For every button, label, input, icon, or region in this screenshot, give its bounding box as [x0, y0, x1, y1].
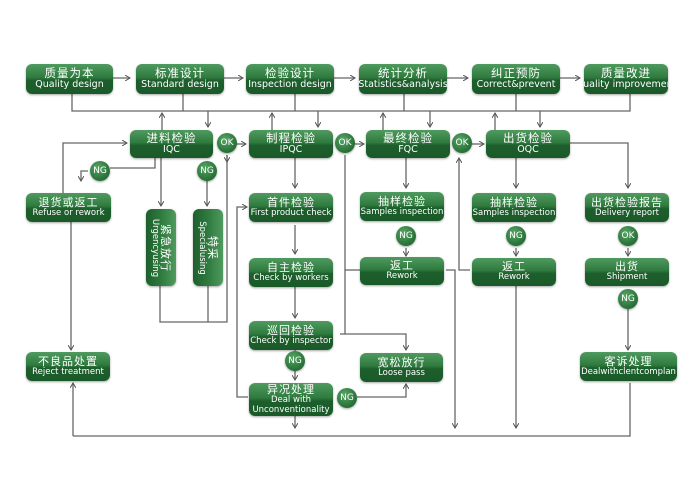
node-fqc-rework: 返工 Rework [360, 257, 444, 285]
node-label-en: FQC [398, 144, 418, 156]
node-refuse-or-rework: 退货或返工 Refuse or rework [26, 193, 111, 222]
node-label-en: Correct&prevent [476, 79, 556, 91]
node-label-en: Quality design [35, 79, 104, 91]
ng-badge-shipment: NG [618, 289, 638, 309]
ng-badge-inspector: NG [285, 351, 305, 371]
node-deal-with-unconventionality: 异况处理 Deal with Unconventionality [249, 383, 333, 416]
node-label-en: Quality improvement [584, 79, 668, 91]
node-inspection-design: 检验设计 Inspection design [246, 64, 334, 94]
node-oqc-rework: 返工 Rework [472, 258, 556, 286]
node-label-zh: 出货检验报告 [591, 195, 663, 209]
ng-badge-abnormal: NG [337, 388, 357, 408]
node-label-en: Inspection design [248, 79, 332, 91]
ng-badge-iqc-refuse: NG [90, 161, 110, 181]
node-statistics-analysis: 统计分析 Statistics&analysis [359, 64, 447, 94]
node-label-en: OQC [517, 144, 539, 156]
node-reject-treatment: 不良品处置 Reject treatment [26, 352, 110, 381]
node-label-en: Rework [498, 272, 530, 283]
node-label-en: Statistics&analysis [359, 79, 447, 91]
node-label-en: Specialusing [197, 220, 208, 275]
node-label-zh: 制程检验 [266, 131, 316, 146]
node-check-by-inspector: 巡回检验 Check by inspector [249, 321, 333, 350]
ok-badge-ipqc: OK [335, 133, 355, 153]
node-label-zh: 自主检验 [267, 260, 315, 274]
node-oqc-samples-inspection: 抽样检验 Samples inspection [472, 193, 556, 222]
top-bus [71, 94, 631, 112]
node-label-zh: 出货 [615, 260, 639, 274]
node-label-en: Loose pass [378, 367, 425, 378]
node-quality-design: 质量为本 Quality design [26, 64, 113, 94]
node-label-en: Deal with [270, 395, 312, 406]
node-label-zh: 巡回检验 [267, 323, 315, 337]
node-first-product-check: 首件检验 First product check [249, 193, 333, 222]
node-label-en: Refuse or rework [32, 207, 105, 218]
node-label-zh: 纠正预防 [491, 66, 541, 81]
ng-badge-fqc: NG [396, 226, 416, 246]
node-label-en: Reject treatment [32, 366, 104, 377]
node-client-complaint: 客诉处理 Dealwithclentcomplan [580, 352, 677, 381]
node-label-zh: 标准设计 [155, 66, 205, 81]
node-urgency-using: 紧急放行 Urgencyusing [146, 209, 176, 286]
node-shipment: 出货 Shipment [585, 258, 669, 286]
node-label-en: IQC [163, 144, 180, 156]
node-label-zh: 紧急放行 [159, 223, 173, 272]
node-label-en: Samples inspection [472, 207, 556, 218]
ok-badge-fqc: OK [452, 133, 472, 153]
node-special-using: 特采 Specialusing [193, 209, 223, 286]
node-label-en: First product check [250, 207, 332, 218]
node-label-en: Shipment [606, 272, 648, 283]
node-fqc: 最终检验 FQC [366, 130, 450, 158]
node-label-zh: 异况处理 [267, 383, 315, 397]
node-label-en: IPQC [279, 144, 303, 156]
node-label-zh: 返工 [390, 259, 414, 273]
node-label-zh: 客诉处理 [604, 354, 653, 368]
node-label-zh: 抽样检验 [378, 194, 426, 208]
node-label-zh: 质量为本 [44, 66, 95, 81]
node-check-by-workers: 自主检验 Check by workers [249, 258, 333, 287]
node-label-zh: 检验设计 [265, 66, 315, 81]
node-iqc: 进料检验 IQC [130, 130, 213, 158]
node-label-en: Rework [386, 271, 418, 282]
node-label-zh: 最终检验 [383, 131, 433, 146]
node-oqc: 出货检验 OQC [486, 130, 570, 158]
node-label-zh: 抽样检验 [490, 195, 538, 209]
node-label-zh: 返工 [502, 260, 526, 274]
node-label-zh: 特采 [206, 235, 220, 260]
node-label-en: Urgencyusing [150, 218, 161, 277]
node-label-zh: 出货检验 [503, 131, 553, 146]
ng-badge-iqc-special: NG [197, 161, 217, 181]
node-label-en: Standard design [141, 79, 219, 91]
node-fqc-samples-inspection: 抽样检验 Samples inspection [360, 192, 444, 221]
node-label-en: Delivery report [595, 207, 659, 218]
node-label-zh: 统计分析 [378, 66, 428, 81]
node-label-zh: 首件检验 [267, 195, 315, 209]
node-correct-prevent: 纠正预防 Correct&prevent [472, 64, 560, 94]
node-label-en: Check by workers [253, 272, 329, 283]
node-loose-pass: 宽松放行 Loose pass [360, 353, 443, 382]
node-quality-improvement: 质量改进 Quality improvement [584, 64, 668, 94]
node-label-zh: 质量改进 [601, 66, 651, 81]
node-label-en-2: Unconventionality [252, 404, 330, 415]
node-label-zh: 退货或返工 [38, 195, 99, 209]
node-label-zh: 不良品处置 [38, 354, 98, 368]
node-label-en: Check by inspector [250, 335, 332, 346]
node-label-zh: 进料检验 [146, 131, 197, 146]
node-label-en: Samples inspection [360, 206, 444, 217]
node-standard-design: 标准设计 Standard design [136, 64, 224, 94]
node-ipqc: 制程检验 IPQC [249, 130, 333, 158]
node-label-zh: 宽松放行 [377, 355, 426, 369]
ok-badge-delivery: OK [618, 226, 638, 246]
node-label-en: Dealwithclentcomplan [581, 366, 676, 377]
ng-badge-oqc: NG [506, 226, 526, 246]
ok-badge-iqc: OK [217, 133, 237, 153]
node-delivery-report: 出货检验报告 Delivery report [585, 193, 669, 222]
